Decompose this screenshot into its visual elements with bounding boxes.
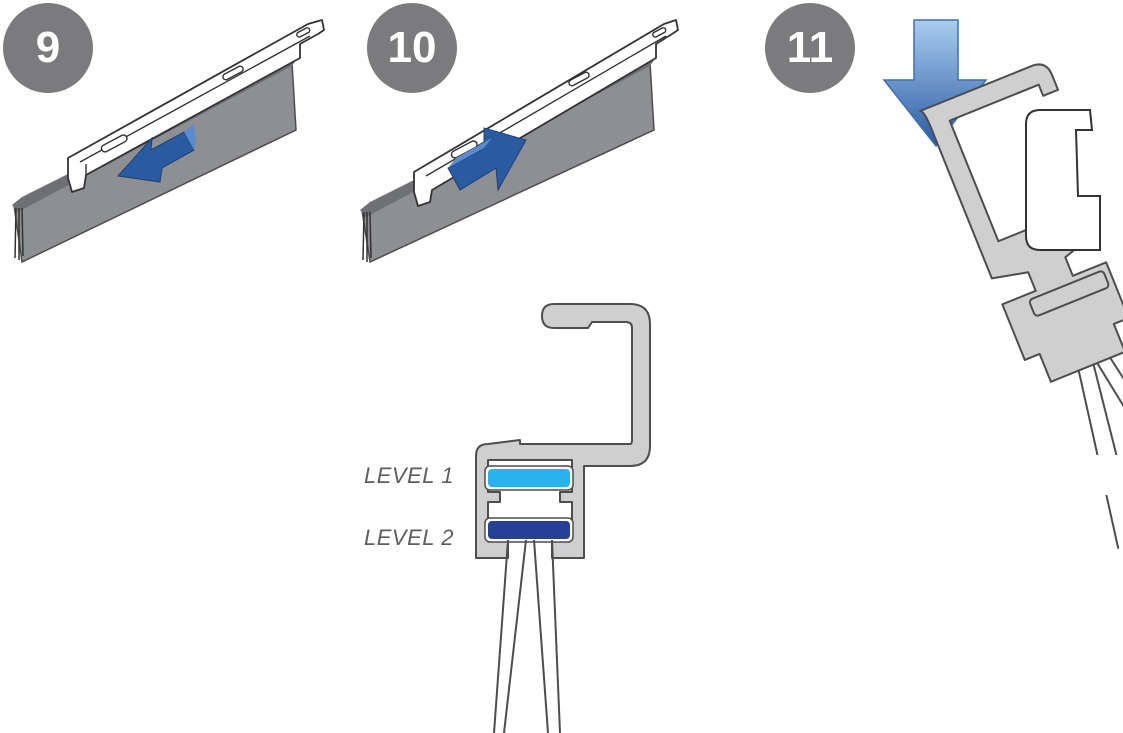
step-11-seal-slot [1028, 270, 1110, 317]
step-11-badge: 11 [765, 3, 855, 93]
step-9-brush [14, 207, 24, 260]
step-10-badge: 10 [367, 3, 457, 93]
seal-fin-left [493, 539, 509, 733]
level-1-label: LEVEL 1 [364, 463, 454, 488]
step-10-illustration [360, 19, 679, 264]
profile-cross-section [475, 303, 651, 733]
step-9-illustration [12, 19, 325, 264]
level-2-label: LEVEL 2 [364, 525, 454, 550]
step-11-door-edge [1025, 109, 1101, 251]
step-9-badge: 9 [3, 3, 93, 93]
seal-fin-right [533, 539, 549, 733]
level-2-seal [488, 521, 570, 539]
step-11-illustration [876, 19, 1123, 551]
cross-section-profile [475, 303, 651, 559]
level-1-seal [488, 469, 570, 487]
step-11-profile [918, 63, 1123, 383]
step-10-brush [362, 211, 372, 262]
